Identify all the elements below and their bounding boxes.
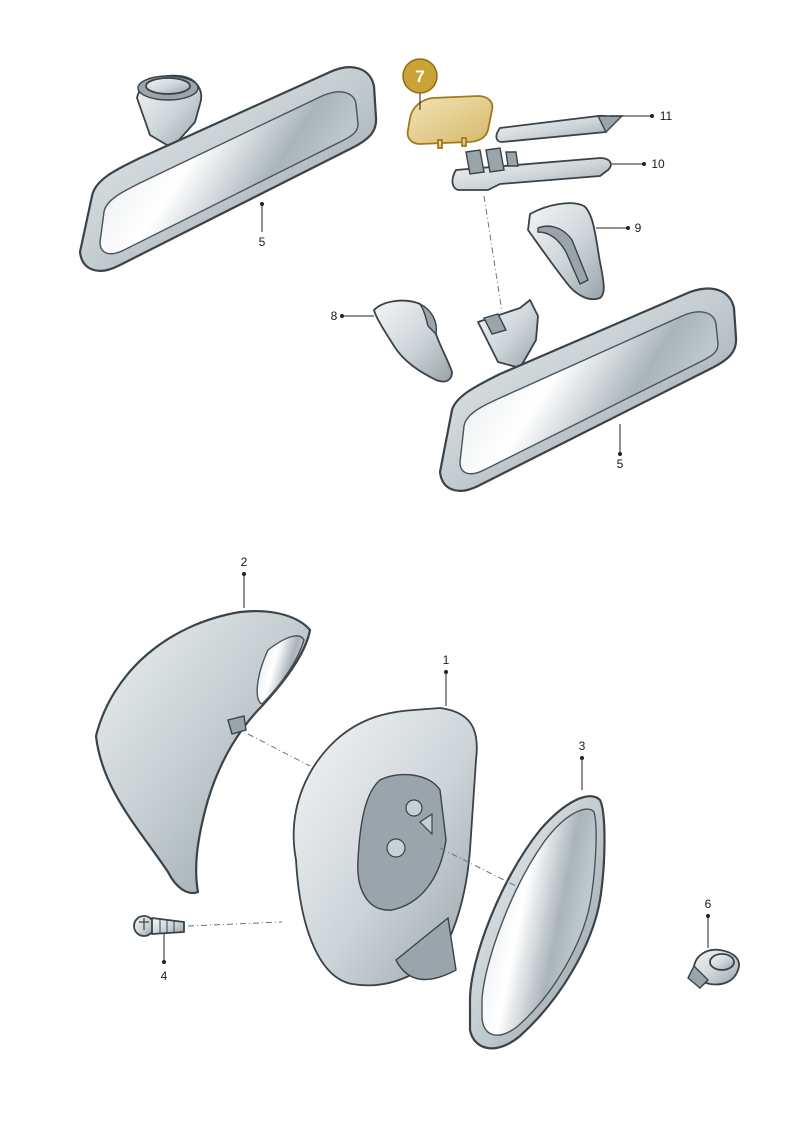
callout-5-upper: 5 — [259, 235, 266, 249]
callout-1: 1 — [443, 653, 450, 667]
assembly-line-top — [483, 195, 503, 313]
mirror-glass-part-3 — [468, 795, 606, 1050]
mirror-cap-part-2 — [94, 610, 312, 895]
rearview-mirror-upper — [78, 66, 378, 272]
callout-8: 8 — [331, 309, 338, 323]
highlighted-part-7[interactable] — [406, 95, 494, 149]
bracket-part-10 — [451, 147, 612, 191]
cover-strip-part-11 — [495, 114, 624, 143]
callout-9: 9 — [635, 221, 642, 235]
callout-5-lower: 5 — [617, 457, 624, 471]
assembly-line-cap — [247, 733, 311, 767]
callout-leaders — [162, 92, 710, 964]
cover-shell-part-8 — [373, 299, 453, 383]
assembly-line-glass — [439, 847, 521, 889]
callout-11: 11 — [660, 109, 673, 123]
callout-4: 4 — [161, 969, 168, 983]
clip-part-6 — [687, 948, 740, 989]
callout-3: 3 — [579, 739, 586, 753]
screw-part-4 — [133, 915, 185, 937]
callout-6: 6 — [705, 897, 712, 911]
assembly-line-screw — [187, 921, 283, 927]
rearview-mirror-lower — [438, 287, 738, 492]
mirror-housing-part-1 — [292, 707, 478, 987]
callout-7-badge[interactable]: 7 — [402, 58, 438, 94]
cover-shell-part-9 — [527, 202, 605, 301]
callout-7-label: 7 — [415, 67, 424, 86]
callout-10: 10 — [651, 157, 665, 171]
callout-2: 2 — [241, 555, 248, 569]
